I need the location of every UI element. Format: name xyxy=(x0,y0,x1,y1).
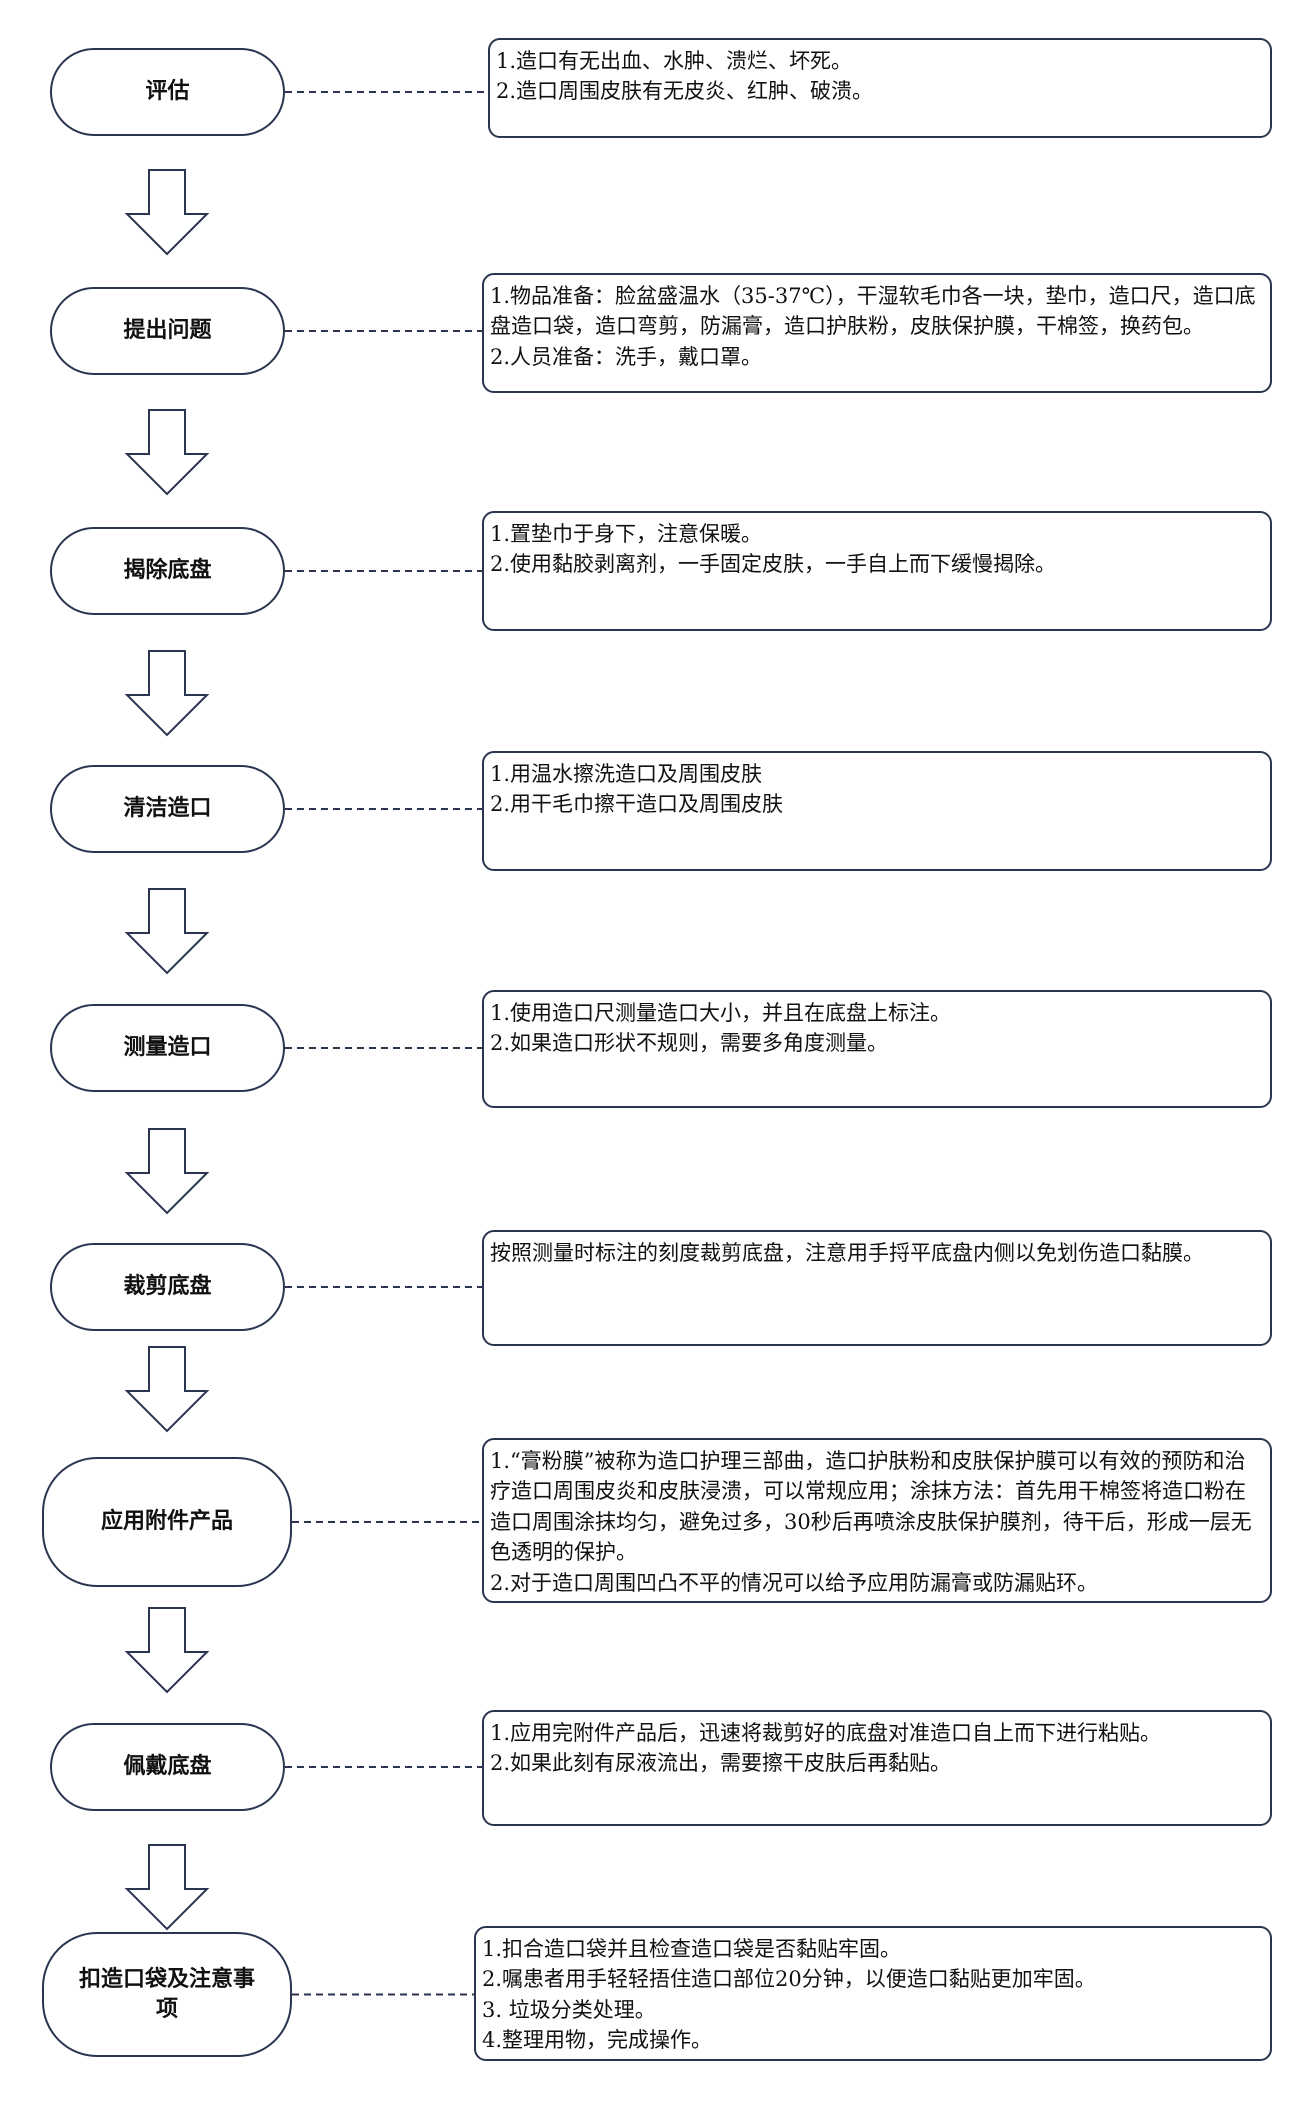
description-line: 2.对于造口周围凹凸不平的情况可以给予应用防漏膏或防漏贴环。 xyxy=(490,1570,1099,1595)
description-line: 2.如果此刻有尿液流出，需要擦干皮肤后再黏贴。 xyxy=(490,1751,952,1776)
step-description-box: 1.物品准备：脸盆盛温水（35-37℃），干湿软毛巾各一块，垫巾，造口尺，造口底… xyxy=(482,273,1272,393)
description-line: 1.扣合造口袋并且检查造口袋是否黏贴牢固。 xyxy=(482,1937,902,1961)
step-description-box: 1.“膏粉膜”被称为造口护理三部曲，造口护肤粉和皮肤保护膜可以有效的预防和治疗造… xyxy=(482,1438,1272,1603)
step-node: 测量造口 xyxy=(50,1004,285,1092)
step-description-box: 1.应用完附件产品后，迅速将裁剪好的底盘对准造口自上而下进行粘贴。 2.如果此刻有… xyxy=(482,1710,1272,1826)
flow-arrow-icon xyxy=(124,169,210,256)
description-line: 1.应用完附件产品后，迅速将裁剪好的底盘对准造口自上而下进行粘贴。 xyxy=(490,1721,1162,1745)
step-node: 评估 xyxy=(50,48,285,136)
flow-arrow-icon xyxy=(124,1128,210,1215)
flow-arrow-icon xyxy=(124,409,210,496)
description-line: 4.整理用物，完成操作。 xyxy=(482,2028,713,2053)
description-line: 2.人员准备：洗手，戴口罩。 xyxy=(490,344,763,369)
description-line: 2.使用黏胶剥离剂，一手固定皮肤，一手自上而下缓慢揭除。 xyxy=(490,552,1057,577)
description-line: 1.物品准备：脸盆盛温水（35-37℃），干湿软毛巾各一块，垫巾，造口尺，造口底… xyxy=(490,284,1256,339)
description-line: 2.造口周围皮肤有无皮炎、红肿、破溃。 xyxy=(496,79,874,104)
description-line: 3. 垃圾分类处理。 xyxy=(482,1997,656,2022)
description-line: 2.如果造口形状不规则，需要多角度测量。 xyxy=(490,1031,889,1056)
description-line: 2.用干毛巾擦干造口及周围皮肤 xyxy=(490,792,784,817)
flow-arrow-icon xyxy=(124,1346,210,1433)
step-node: 扣造口袋及注意事项 xyxy=(42,1932,292,2057)
description-line: 1.“膏粉膜”被称为造口护理三部曲，造口护肤粉和皮肤保护膜可以有效的预防和治疗造… xyxy=(490,1449,1252,1565)
step-description-box: 1.置垫巾于身下，注意保暖。 2.使用黏胶剥离剂，一手固定皮肤，一手自上而下缓慢揭… xyxy=(482,511,1272,631)
step-description-box: 1.用温水擦洗造口及周围皮肤 2.用干毛巾擦干造口及周围皮肤 xyxy=(482,751,1272,871)
step-node: 佩戴底盘 xyxy=(50,1723,285,1811)
step-description-box: 1.使用造口尺测量造口大小，并且在底盘上标注。 2.如果造口形状不规则，需要多角度… xyxy=(482,990,1272,1108)
description-line: 1.置垫巾于身下，注意保暖。 xyxy=(490,522,763,546)
flow-arrow-icon xyxy=(124,650,210,737)
step-node: 应用附件产品 xyxy=(42,1457,292,1587)
step-node: 提出问题 xyxy=(50,287,285,375)
description-line: 2.嘱患者用手轻轻捂住造口部位20分钟，以便造口黏贴更加牢固。 xyxy=(482,1967,1096,1992)
step-node: 清洁造口 xyxy=(50,765,285,853)
flow-arrow-icon xyxy=(124,888,210,975)
step-description-box: 按照测量时标注的刻度裁剪底盘，注意用手捋平底盘内侧以免划伤造口黏膜。 xyxy=(482,1230,1272,1346)
flow-arrow-icon xyxy=(124,1844,210,1931)
description-line: 1.造口有无出血、水肿、溃烂、坏死。 xyxy=(496,49,853,73)
description-line: 1.使用造口尺测量造口大小，并且在底盘上标注。 xyxy=(490,1001,952,1025)
step-node: 裁剪底盘 xyxy=(50,1243,285,1331)
step-description-box: 1.造口有无出血、水肿、溃烂、坏死。 2.造口周围皮肤有无皮炎、红肿、破溃。 xyxy=(488,38,1272,138)
description-line: 按照测量时标注的刻度裁剪底盘，注意用手捋平底盘内侧以免划伤造口黏膜。 xyxy=(490,1241,1204,1265)
flow-arrow-icon xyxy=(124,1607,210,1694)
step-description-box: 1.扣合造口袋并且检查造口袋是否黏贴牢固。 2.嘱患者用手轻轻捂住造口部位20分钟… xyxy=(474,1926,1272,2061)
step-node: 揭除底盘 xyxy=(50,527,285,615)
description-line: 1.用温水擦洗造口及周围皮肤 xyxy=(490,762,763,786)
